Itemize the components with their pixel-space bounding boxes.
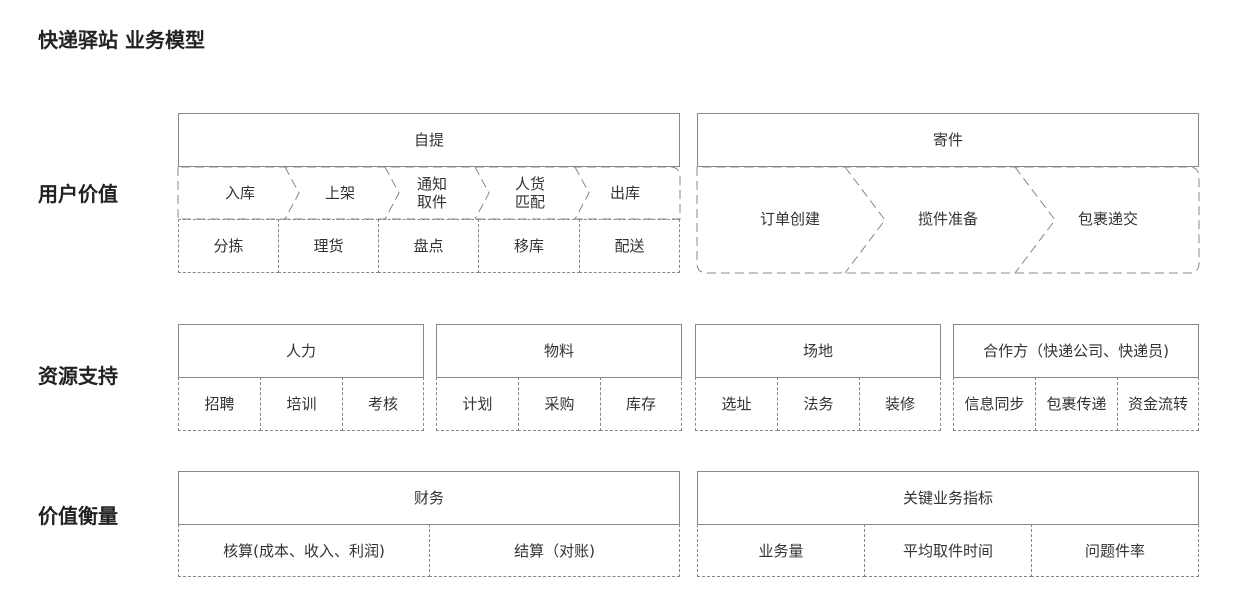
pickup-flow-step-1: 入库 [224,184,255,202]
kpi-item: 平均取件时间 [864,524,1032,577]
resource-header-venue: 场地 [695,324,941,378]
finance-item: 结算（对账) [429,524,680,577]
kpi-item: 业务量 [697,524,865,577]
resource-item: 库存 [600,377,682,431]
pickup-flow-step-2: 上架 [324,184,355,202]
resource-item: 招聘 [178,377,261,431]
send-flow-step-3: 包裹递交 [1077,210,1138,228]
resource-item: 考核 [342,377,424,431]
resource-item: 装修 [859,377,941,431]
resource-header-materials: 物料 [436,324,682,378]
row-label-value-measure: 价值衡量 [38,504,118,528]
pickup-flow-step-3: 通知 取件 [416,175,447,211]
resource-item: 资金流转 [1117,377,1199,431]
row-label-user-value: 用户价值 [38,182,118,206]
resource-item: 信息同步 [953,377,1036,431]
resource-header-hr: 人力 [178,324,424,378]
resource-item: 培训 [260,377,343,431]
pickup-op-cell: 配送 [579,219,680,273]
send-flow-step-2: 揽件准备 [917,210,978,228]
resource-item: 计划 [436,377,519,431]
resource-item: 采购 [518,377,601,431]
resource-item: 选址 [695,377,778,431]
finance-item: 核算(成本、收入、利润) [178,524,430,577]
kpi-header: 关键业务指标 [697,471,1199,525]
page-title: 快递驿站 业务模型 [38,28,205,52]
resource-item: 法务 [777,377,860,431]
resource-header-partners: 合作方（快递公司、快递员) [953,324,1199,378]
row-label-resources: 资源支持 [38,364,118,388]
pickup-header: 自提 [178,113,680,167]
finance-header: 财务 [178,471,680,525]
pickup-flow-step-4: 人货 匹配 [514,175,545,211]
send-flow-step-1: 订单创建 [759,210,820,228]
resource-item: 包裹传递 [1035,377,1118,431]
kpi-item: 问题件率 [1031,524,1199,577]
pickup-flow-step-5: 出库 [609,184,640,202]
